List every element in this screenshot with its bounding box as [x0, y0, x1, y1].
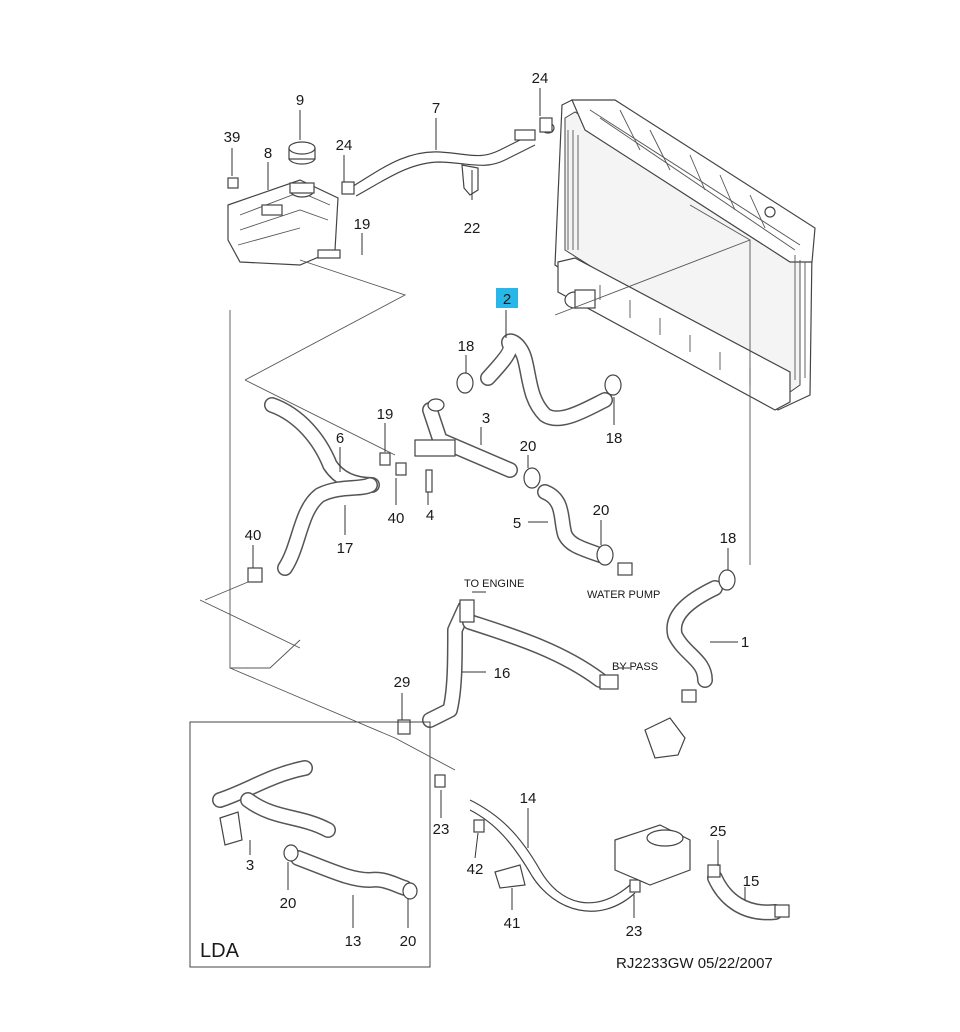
label-23-right: 23	[626, 923, 643, 940]
hose-1	[644, 569, 736, 759]
label-18-right: 18	[606, 430, 623, 447]
highlight-part-2	[496, 288, 518, 308]
label-14: 14	[520, 790, 537, 807]
label-8: 8	[264, 145, 272, 162]
label-20-right: 20	[593, 502, 610, 519]
hose-16	[397, 599, 619, 735]
leader-lines	[231, 88, 746, 928]
label-24-left: 24	[336, 137, 353, 154]
lda-inset	[189, 721, 431, 968]
label-22: 22	[464, 220, 481, 237]
label-23-left: 23	[433, 821, 450, 838]
lda-label-20-right: 20	[400, 933, 417, 950]
label-18-left: 18	[458, 338, 475, 355]
label-19-top: 19	[354, 216, 371, 233]
label-4: 4	[426, 507, 434, 524]
hose-7	[341, 117, 553, 197]
clip-42	[473, 819, 485, 833]
note-water-pump: WATER PUMP	[587, 589, 660, 601]
label-39: 39	[224, 129, 241, 146]
label-16: 16	[494, 665, 511, 682]
label-9: 9	[296, 92, 304, 109]
label-17: 17	[337, 540, 354, 557]
pipe-3	[379, 398, 541, 493]
hose-6	[264, 397, 380, 493]
hose-14	[434, 774, 641, 912]
label-41: 41	[504, 915, 521, 932]
hose-2	[456, 333, 622, 427]
hose-17	[247, 477, 378, 583]
label-29: 29	[394, 674, 411, 691]
radiator	[541, 99, 816, 411]
label-3: 3	[482, 410, 490, 427]
label-25: 25	[710, 823, 727, 840]
lda-label-20-left: 20	[280, 895, 297, 912]
label-15: 15	[743, 873, 760, 890]
label-24-top: 24	[532, 70, 549, 87]
guide-lines	[199, 204, 751, 771]
label-18-far: 18	[720, 530, 737, 547]
part-labels: 39 8 9 24 7 24 22 19 2 18 18 3 19 6 20 5…	[224, 70, 760, 950]
label-40-mid: 40	[388, 510, 405, 527]
note-to-engine: TO ENGINE	[464, 578, 524, 590]
throttle-body	[614, 824, 790, 921]
expansion-tank	[227, 141, 341, 266]
clip-41	[494, 864, 526, 889]
label-40-left: 40	[245, 527, 262, 544]
label-6: 6	[336, 430, 344, 447]
label-42: 42	[467, 861, 484, 878]
document-code: RJ2233GW 05/22/2007	[616, 955, 773, 972]
notes: TO ENGINE WATER PUMP BY PASS	[464, 578, 660, 673]
hose-5	[537, 484, 633, 576]
label-19-mid: 19	[377, 406, 394, 423]
note-by-pass: BY PASS	[612, 661, 658, 673]
lda-label-3: 3	[246, 857, 254, 874]
inset-title-lda: LDA	[200, 940, 240, 962]
label-1: 1	[741, 634, 749, 651]
label-2: 2	[503, 291, 511, 308]
lda-label-13: 13	[345, 933, 362, 950]
label-7: 7	[432, 100, 440, 117]
label-5: 5	[513, 515, 521, 532]
label-20-top: 20	[520, 438, 537, 455]
